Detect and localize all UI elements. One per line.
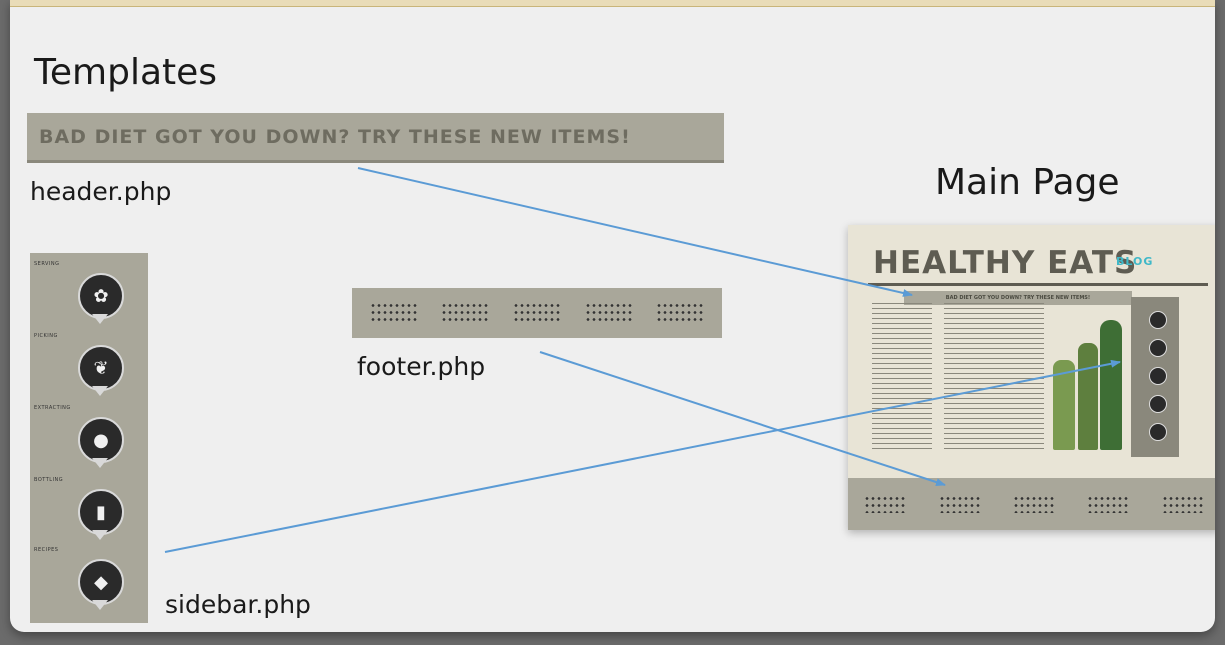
sidebar-template-preview: SERVING ✿ PICKING ❦ EXTRACTING ● BOTTLIN…	[30, 253, 148, 623]
jar-icon: ◆	[78, 559, 124, 605]
footer-file-label: footer.php	[357, 352, 486, 381]
sidebar-item-label: EXTRACTING	[34, 405, 71, 411]
sidebar-item-label: RECIPES	[34, 547, 59, 553]
mockup-header-bar: BAD DIET GOT YOU DOWN? TRY THESE NEW ITE…	[904, 291, 1132, 305]
mockup-text-column	[944, 303, 1044, 453]
mockup-text-column	[872, 303, 932, 453]
sidebar-item-label: PICKING	[34, 333, 58, 339]
sidebar-item-tab	[92, 600, 108, 610]
sidebar-item: SERVING ✿	[30, 261, 148, 335]
sidebar-item-tab	[92, 530, 108, 540]
sidebar-item: BOTTLING ▮	[30, 477, 148, 551]
footer-link-placeholder	[512, 302, 561, 324]
sidebar-item: EXTRACTING ●	[30, 405, 148, 479]
mockup-site-title: HEALTHY EATS	[873, 245, 1138, 281]
main-page-mockup: HEALTHY EATS BLOG BAD DIET GOT YOU DOWN?…	[848, 225, 1215, 530]
footer-link-placeholder	[441, 302, 490, 324]
sidebar-item-label: SERVING	[34, 261, 60, 267]
footer-link-placeholder	[584, 302, 633, 324]
mockup-footer-link	[864, 495, 907, 513]
main-page-heading: Main Page	[935, 162, 1120, 203]
header-to-main-arrow	[357, 167, 913, 297]
mockup-sidebar-icon	[1149, 395, 1167, 413]
bottle-illustration	[1053, 360, 1075, 450]
footer-template-preview	[352, 288, 722, 338]
sidebar-item-tab	[92, 314, 108, 324]
mockup-footer-link	[938, 495, 981, 513]
mockup-sidebar-icon	[1149, 367, 1167, 385]
drop-icon: ●	[78, 417, 124, 463]
bottle-illustration	[1078, 343, 1098, 450]
olive-branch-icon: ❦	[78, 345, 124, 391]
sidebar-item-tab	[92, 458, 108, 468]
mockup-footer-link	[1012, 495, 1055, 513]
header-banner-text: BAD DIET GOT YOU DOWN? TRY THESE NEW ITE…	[39, 125, 631, 148]
header-file-label: header.php	[30, 177, 172, 206]
mockup-sidebar-icon	[1149, 339, 1167, 357]
sidebar-item: PICKING ❦	[30, 333, 148, 407]
sidebar-item: RECIPES ◆	[30, 547, 148, 621]
footer-link-placeholder	[656, 302, 705, 324]
sprig-icon: ✿	[78, 273, 124, 319]
sidebar-item-label: BOTTLING	[34, 477, 64, 483]
top-accent-bar	[10, 0, 1215, 7]
mockup-sidebar	[1131, 297, 1179, 457]
slide: Templates BAD DIET GOT YOU DOWN? TRY THE…	[10, 0, 1215, 632]
mockup-sidebar-icon	[1149, 423, 1167, 441]
sidebar-item-tab	[92, 386, 108, 396]
footer-link-placeholder	[369, 302, 418, 324]
header-template-preview: BAD DIET GOT YOU DOWN? TRY THESE NEW ITE…	[27, 113, 724, 163]
mockup-sidebar-icon	[1149, 311, 1167, 329]
mockup-footer-link	[1087, 495, 1130, 513]
mockup-blog-badge: BLOG	[1116, 255, 1154, 268]
mockup-title-rule	[868, 283, 1208, 286]
mockup-footer	[848, 478, 1215, 530]
mockup-footer-link	[1161, 495, 1204, 513]
bottle-icon: ▮	[78, 489, 124, 535]
bottle-illustration	[1100, 320, 1122, 450]
templates-heading: Templates	[34, 52, 218, 93]
sidebar-file-label: sidebar.php	[165, 590, 311, 619]
